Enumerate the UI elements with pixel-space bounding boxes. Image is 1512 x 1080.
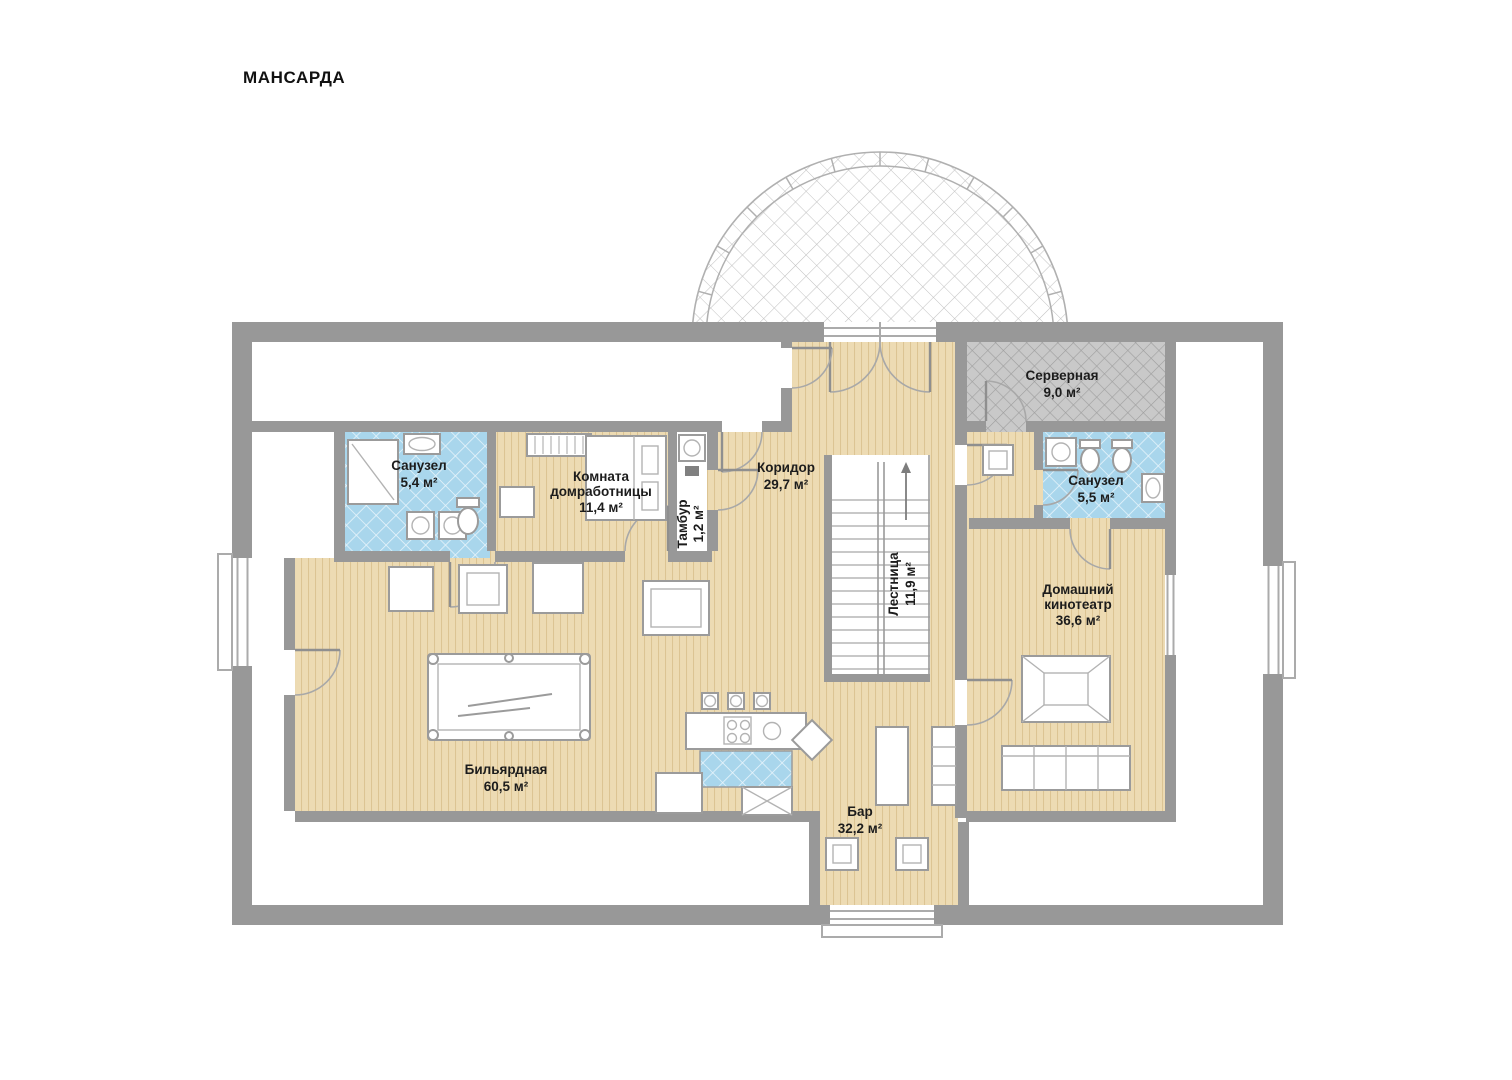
room-name: Комната	[573, 469, 630, 484]
wall-top	[232, 322, 1283, 342]
stairs	[832, 455, 930, 674]
dome-terrace	[691, 151, 1069, 341]
window-right	[1263, 561, 1296, 679]
label-vestibule: Тамбур 1,2 м²	[675, 500, 706, 549]
label-stairs: Лестница 11,9 м²	[886, 552, 918, 616]
room-area: 36,6 м²	[1056, 613, 1101, 628]
bar-corner-counter	[790, 718, 834, 762]
label-bathroom-right: Санузел 5,5 м²	[1068, 473, 1124, 505]
bar-sink-icon	[762, 721, 782, 741]
room-name: Санузел	[1068, 473, 1124, 488]
room-name: кинотеатр	[1044, 597, 1112, 612]
sink-right-icon	[1141, 473, 1165, 503]
interior-walls	[252, 342, 1176, 905]
desk	[499, 486, 535, 518]
label-server-room: Серверная 9,0 м²	[1026, 368, 1099, 400]
service-shaft	[655, 772, 703, 814]
stool-bottom-1	[825, 837, 859, 871]
bar-counter	[685, 712, 834, 762]
room-area: 11,9 м²	[903, 562, 918, 606]
dishwasher-icon	[741, 786, 793, 816]
hall-cabinet	[982, 444, 1014, 476]
toilet-right-icon-2	[1111, 439, 1133, 473]
stool-bottom-2	[895, 837, 929, 871]
bar-stools-top	[701, 692, 771, 710]
room-name: Тамбур	[675, 500, 690, 549]
room-area: 11,4 м²	[579, 500, 623, 515]
washing-machine-right-icon	[1045, 437, 1077, 467]
floor-corridor-top	[792, 342, 955, 432]
shelf-unit	[931, 726, 957, 806]
room-name: домработницы	[550, 484, 652, 499]
washing-machine-icon-1	[406, 511, 435, 540]
room-name: Серверная	[1026, 368, 1099, 383]
label-cinema: Домашний кинотеатр 36,6 м²	[1042, 582, 1113, 628]
toilet-left-icon	[456, 497, 480, 535]
label-bathroom-left: Санузел 5,4 м²	[391, 458, 447, 490]
sofa	[1001, 745, 1131, 791]
sink-left-icon	[403, 433, 441, 455]
room-area: 32,2 м²	[838, 821, 883, 836]
room-name: Лестница	[886, 552, 901, 616]
shower-left	[347, 439, 399, 505]
cinema-podium	[1021, 655, 1111, 723]
dome-rim-ticks	[692, 152, 1068, 341]
furniture	[347, 433, 1165, 871]
room-area: 29,7 м²	[764, 477, 809, 492]
valve-icon	[685, 466, 699, 476]
room-name: Домашний	[1042, 582, 1113, 597]
stair-rail	[877, 455, 930, 674]
room-name: Санузел	[391, 458, 447, 473]
bar-table	[875, 726, 909, 806]
label-corridor: Коридор 29,7 м²	[757, 460, 815, 492]
tv-cabinet	[642, 580, 710, 636]
exterior-walls	[232, 322, 1283, 925]
porch-step	[821, 924, 943, 938]
room-area: 5,4 м²	[401, 475, 439, 490]
room-name: Бар	[847, 804, 872, 819]
window-left	[217, 553, 252, 671]
toilet-right-icon-1	[1079, 439, 1101, 473]
room-name: Бильярдная	[465, 762, 548, 777]
room-name: Коридор	[757, 460, 815, 475]
page-title: МАНСАРДА	[243, 68, 345, 87]
side-table-2	[458, 564, 508, 614]
cooktop-icon	[723, 716, 752, 745]
windows-and-doors	[217, 322, 1296, 938]
label-billiard: Бильярдная 60,5 м²	[465, 762, 548, 794]
wall-bottom	[232, 905, 1283, 925]
stair-direction-arrow	[901, 462, 911, 520]
balcony-door-top	[824, 322, 936, 393]
room-area: 60,5 м²	[484, 779, 529, 794]
water-heater-icon	[678, 434, 706, 476]
bed	[585, 435, 667, 521]
stair-steps	[832, 499, 930, 670]
bar-lower-counter	[699, 750, 793, 788]
billiard-table	[427, 653, 591, 741]
entrance-door-bottom	[821, 905, 943, 938]
side-table-3	[532, 562, 584, 614]
label-housekeeper: Комната домработницы 11,4 м²	[550, 469, 652, 515]
label-bar: Бар 32,2 м²	[838, 804, 883, 836]
room-area: 9,0 м²	[1044, 385, 1082, 400]
room-area: 1,2 м²	[691, 505, 706, 543]
wardrobe	[526, 433, 592, 457]
floor-server-room	[955, 342, 1172, 432]
side-table-1	[388, 566, 434, 612]
room-labels: Санузел 5,4 м² Комната домработницы 11,4…	[391, 368, 1124, 836]
room-area: 5,5 м²	[1078, 490, 1116, 505]
